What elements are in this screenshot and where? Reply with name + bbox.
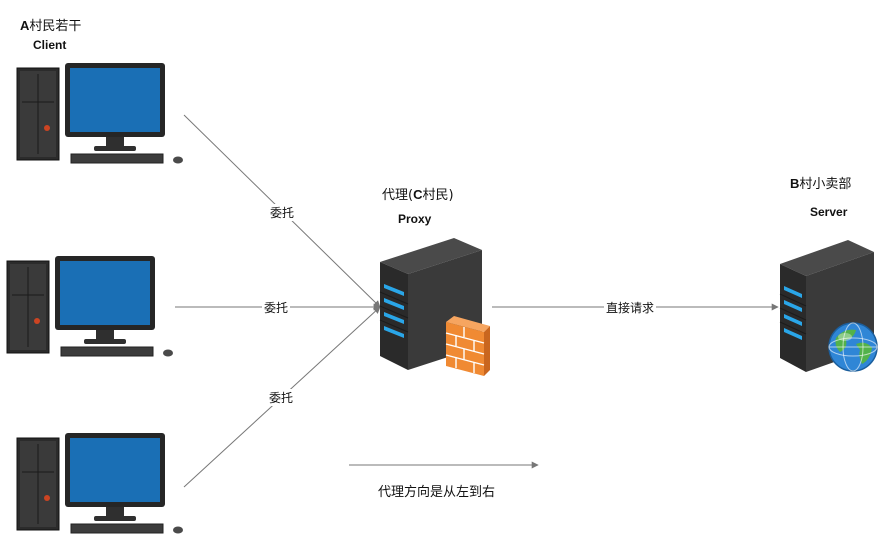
client-title-letter: A xyxy=(20,18,30,33)
client-subtitle: Client xyxy=(33,38,67,52)
desktop-computer-icon xyxy=(16,433,183,534)
edge-label-direct-request: 直接请求 xyxy=(604,299,657,316)
server-title: B村小卖部 xyxy=(790,173,851,192)
server-subtitle: Server xyxy=(810,205,848,219)
proxy-subtitle: Proxy xyxy=(398,212,432,226)
direction-note: 代理方向是从左到右 xyxy=(378,485,496,500)
edge-label-delegate-3: 委托 xyxy=(267,389,296,406)
proxy-title-text: 村民) xyxy=(422,188,454,203)
desktop-computer-icon xyxy=(6,256,173,357)
firewall-icon xyxy=(445,316,490,376)
server-drive-bays xyxy=(379,284,409,338)
server-tower-icon xyxy=(379,238,482,370)
proxy-title-pre: 代理( xyxy=(382,188,414,203)
edge-label-delegate-1: 委托 xyxy=(268,204,297,221)
server-drive-bays xyxy=(779,286,807,340)
proxy-title: 代理(C村民) xyxy=(382,184,454,203)
server-title-letter: B xyxy=(790,176,800,191)
desktop-computer-icon xyxy=(16,63,183,164)
edge-label-delegate-2: 委托 xyxy=(262,299,291,316)
server-title-text: 村小卖部 xyxy=(799,177,852,192)
client-title-text: 村民若干 xyxy=(29,19,82,34)
globe-icon xyxy=(828,322,878,372)
proxy-title-letter: C xyxy=(413,187,423,202)
client-title: A村民若干 xyxy=(20,15,81,34)
